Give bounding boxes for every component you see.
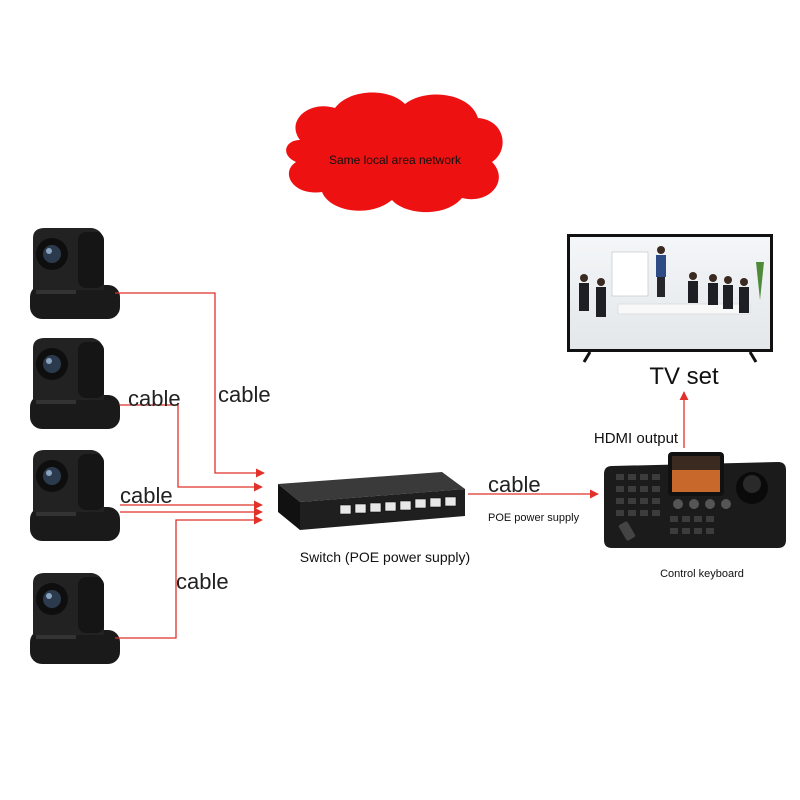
control-keyboard-icon [604,452,786,548]
camera-4 [30,573,120,664]
cable-line-1 [115,292,265,478]
hdmi-label: HDMI output [594,430,679,447]
cloud-shape [286,92,503,213]
camera-3 [30,450,120,541]
tv-set: TV set [567,234,773,390]
lan-cloud: Same local area network [286,92,503,213]
ptz-camera-icon [30,450,120,541]
camera-2 [30,338,120,429]
cable-line-2 [120,404,263,492]
network-switch-icon [278,472,465,530]
ptz-camera-icon [30,228,120,319]
cable-label-1: cable [218,382,271,407]
tv-icon [567,234,773,363]
poe-switch: Switch (POE power supply) [278,472,470,565]
cable-label-4: cable [176,569,229,594]
poe-label: POE power supply [488,512,580,524]
ptz-camera-icon [30,573,120,664]
cable-label-5: cable [488,472,541,497]
ptz-camera-icon [30,338,120,429]
cloud-label: Same local area network [329,153,462,167]
camera-cables [115,292,265,639]
control-keyboard: Control keyboard [604,452,786,580]
cable-label-3: cable [120,483,173,508]
switch-label: Switch (POE power supply) [300,549,470,565]
tv-label: TV set [649,363,719,390]
camera-1 [30,228,120,319]
keyboard-label: Control keyboard [660,568,744,580]
cable-label-2: cable [128,386,181,411]
cable-line-5 [115,515,263,639]
